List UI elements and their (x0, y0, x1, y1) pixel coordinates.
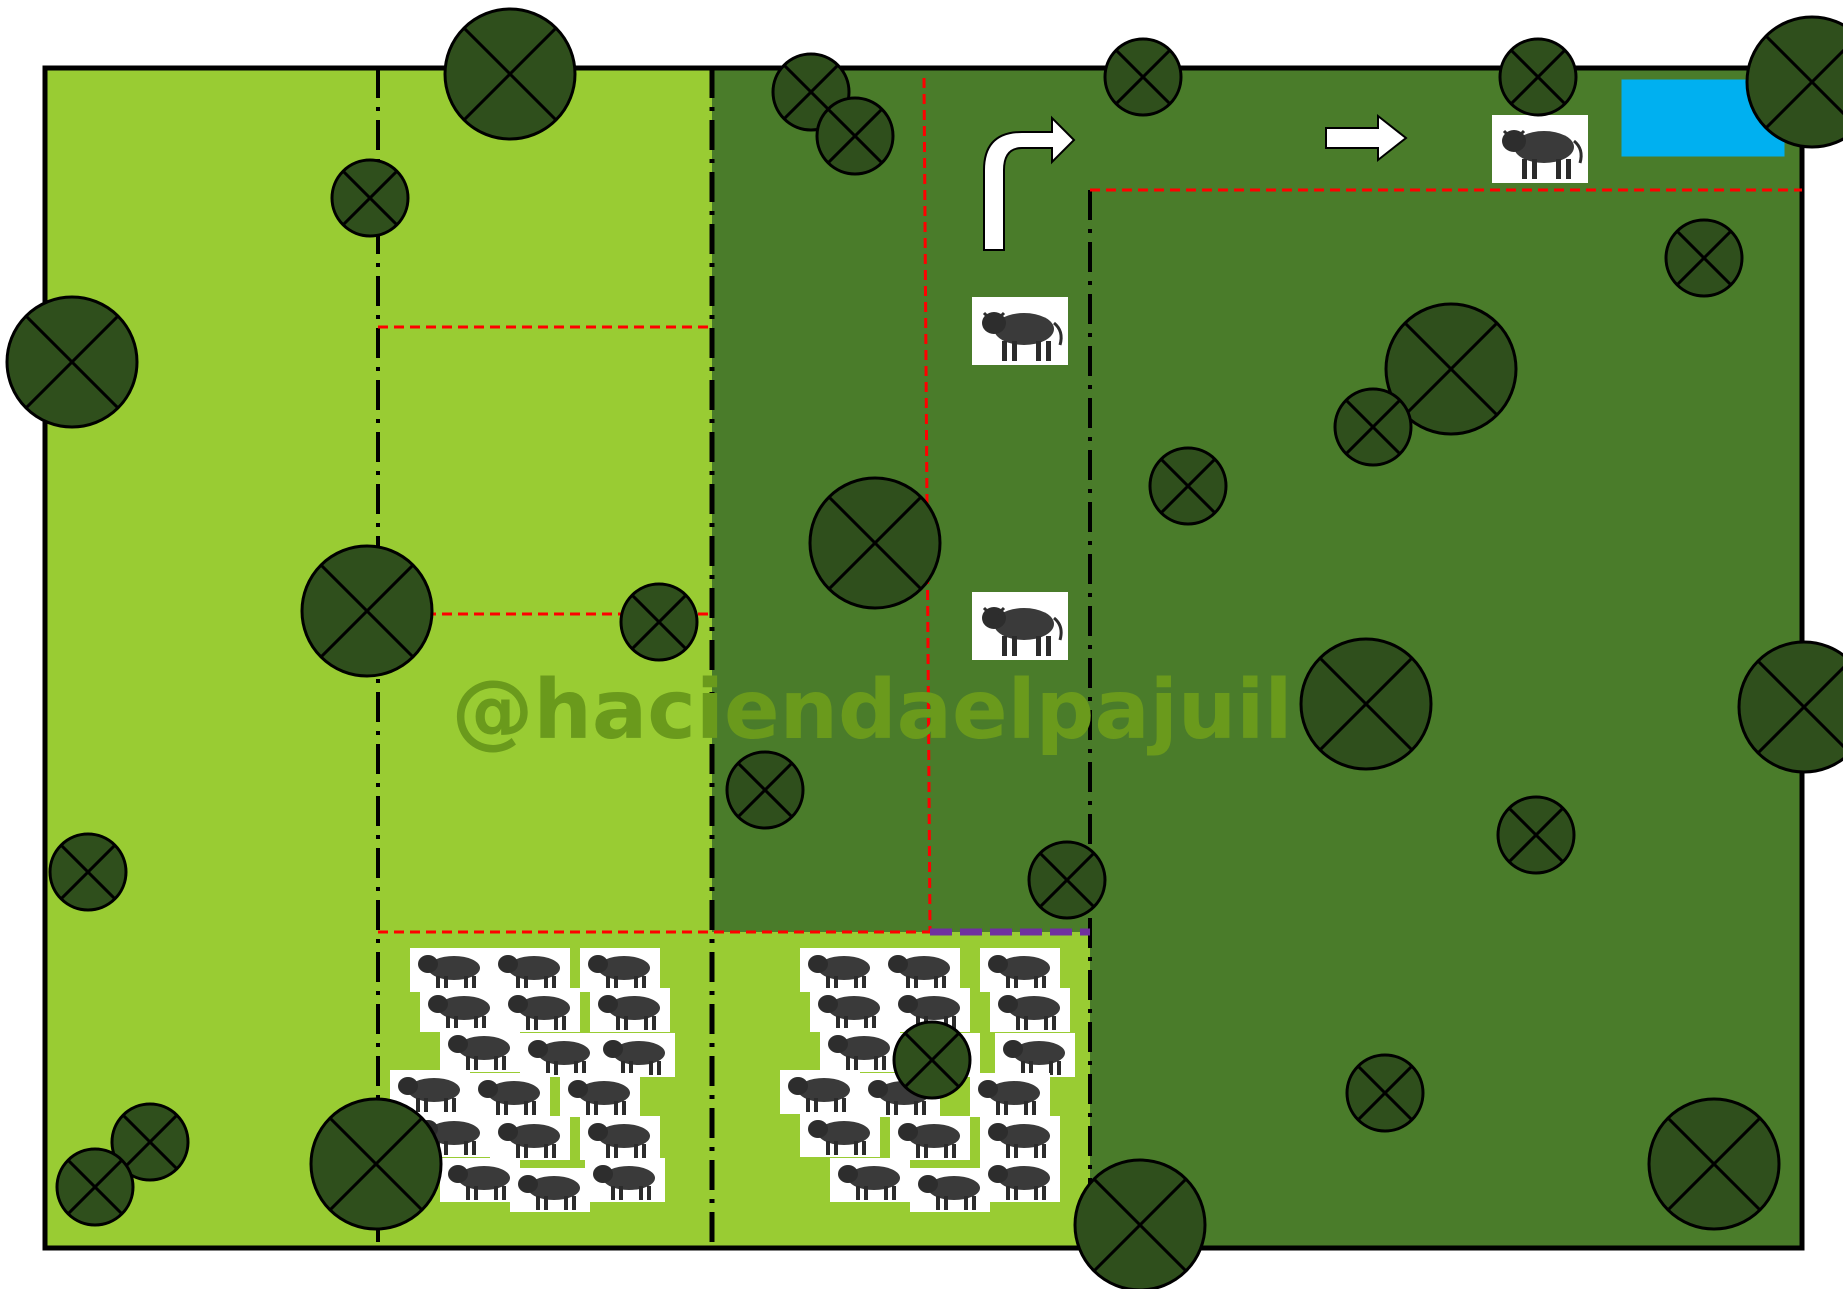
tree-crossed-circle-icon (817, 98, 893, 174)
tree-crossed-circle-icon (1347, 1055, 1423, 1131)
tree-crossed-circle-icon (332, 160, 408, 236)
tree-crossed-circle-icon (50, 834, 126, 910)
tree-crossed-circle-icon (57, 1149, 133, 1225)
tree-crossed-circle-icon (7, 297, 137, 427)
tree-crossed-circle-icon (1150, 448, 1226, 524)
tree-crossed-circle-icon (1075, 1160, 1205, 1289)
tree-crossed-circle-icon (311, 1099, 441, 1229)
tree-crossed-circle-icon (1649, 1099, 1779, 1229)
tree-crossed-circle-icon (1029, 842, 1105, 918)
tree-crossed-circle-icon (1301, 639, 1431, 769)
cattle-icon (972, 592, 1068, 660)
tree-crossed-circle-icon (894, 1022, 970, 1098)
tree-crossed-circle-icon (810, 478, 940, 608)
tree-crossed-circle-icon (1666, 220, 1742, 296)
tree-crossed-circle-icon (445, 9, 575, 139)
watermark-text: @haciendaelpajuil (452, 663, 1293, 758)
tree-crossed-circle-icon (1498, 797, 1574, 873)
tree-crossed-circle-icon (302, 546, 432, 676)
tree-crossed-circle-icon (621, 584, 697, 660)
tree-crossed-circle-icon (727, 752, 803, 828)
tree-crossed-circle-icon (1335, 389, 1411, 465)
tree-crossed-circle-icon (1105, 39, 1181, 115)
tree-crossed-circle-icon (1500, 39, 1576, 115)
cattle-icon (1492, 115, 1588, 183)
cattle-icon (972, 297, 1068, 365)
